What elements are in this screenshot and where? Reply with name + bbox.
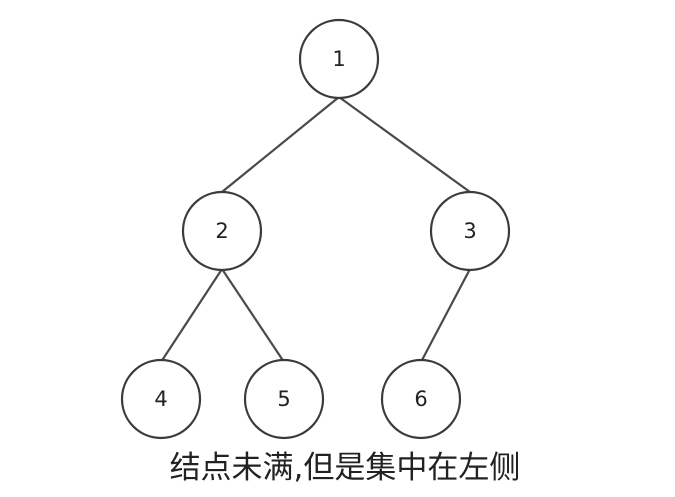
edge-2-4 [159,267,224,364]
tree-node-2: 2 [181,190,263,272]
edge-2-5 [220,267,286,364]
node-circle [181,190,263,272]
node-label: 6 [414,387,427,411]
node-label: 2 [215,219,228,243]
node-circle [380,358,462,440]
tree-node-3: 3 [429,190,511,272]
tree-node-1: 1 [298,18,380,100]
node-circle [120,358,202,440]
edge-3-6 [419,267,472,364]
node-circle [298,18,380,100]
tree-node-6: 6 [380,358,462,440]
node-label: 1 [332,47,345,71]
node-label: 5 [277,387,290,411]
edge-1-2 [220,95,341,194]
edges [159,95,472,364]
node-circle [243,358,325,440]
edge-1-3 [337,95,472,194]
tree-node-4: 4 [120,358,202,440]
tree-node-5: 5 [243,358,325,440]
diagram-caption: 结点未满,但是集中在左侧 [170,450,521,486]
node-circle [429,190,511,272]
node-label: 3 [463,219,476,243]
node-label: 4 [154,387,167,411]
